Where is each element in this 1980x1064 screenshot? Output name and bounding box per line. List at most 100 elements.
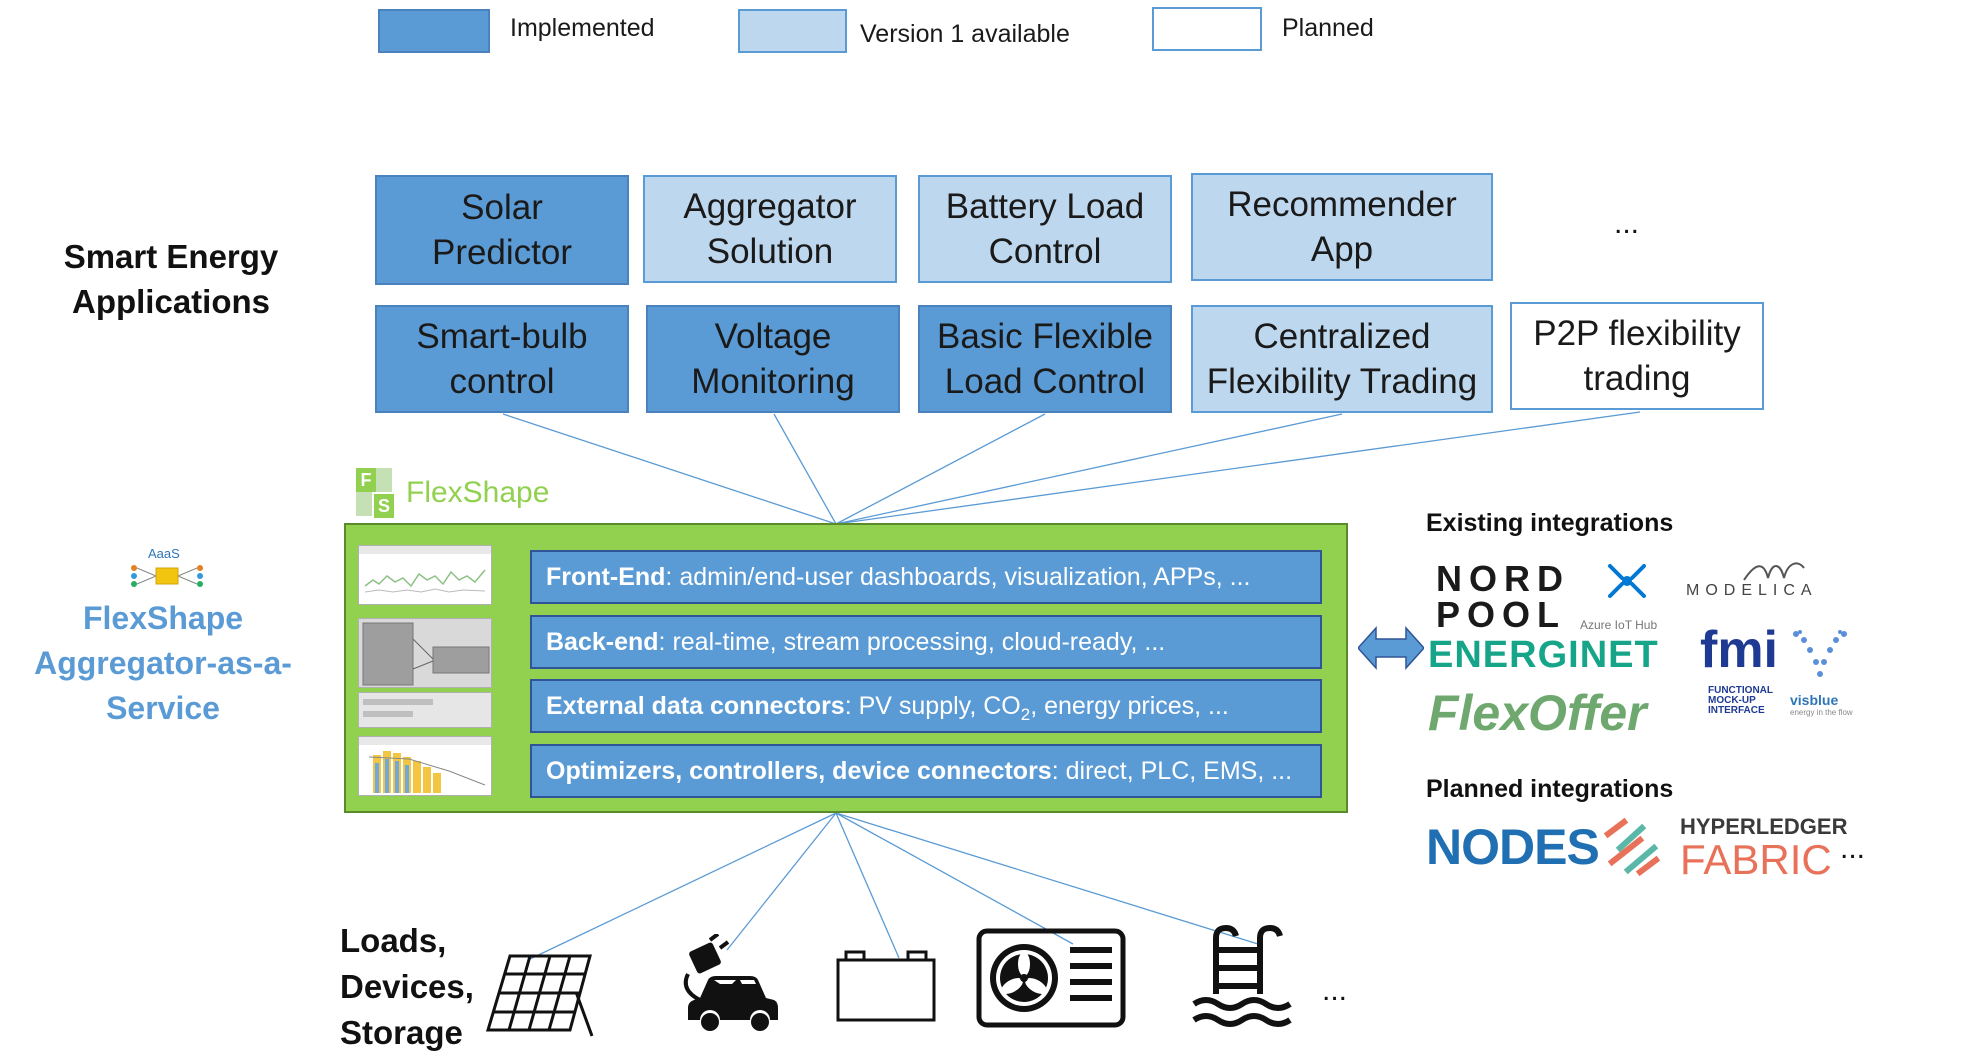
devices-more: ... — [1322, 974, 1348, 1007]
fmi-subtitle: FUNCTIONAL MOCK-UP INTERFACE — [1708, 686, 1773, 716]
layer-name: Front-End — [546, 563, 666, 591]
app-label: Voltage Monitoring — [691, 317, 855, 401]
fmi-logo: fmi — [1700, 621, 1778, 679]
layer-external-data-connectors: External data connectors: PV supply, CO2… — [530, 679, 1322, 733]
visblue-logo-icon — [1793, 630, 1847, 677]
modelica-swoosh-icon — [1743, 562, 1805, 581]
fmi-sub-line1: FUNCTIONAL — [1708, 685, 1773, 696]
hyperledger-logo: HYPERLEDGER — [1680, 814, 1848, 839]
app-battery-load-control: Battery Load Control — [918, 175, 1172, 283]
layer-name: External data connectors — [546, 692, 845, 720]
visblue-tagline: energy in the flow — [1790, 708, 1853, 717]
section-label-loads: Loads, Devices, Storage — [340, 922, 474, 1051]
double-arrow-icon — [1358, 626, 1424, 670]
line-device-solar — [527, 812, 837, 961]
logo-block — [376, 468, 392, 492]
line-device-battery — [835, 812, 900, 959]
modelica-logo: MODELICA — [1686, 582, 1818, 599]
layer-desc: : real-time, stream processing, cloud-re… — [658, 628, 1166, 656]
thumbnail-line-chart-icon — [359, 546, 491, 593]
integrations-more: ... — [1840, 832, 1866, 865]
hyperledger-fabric-icon — [1603, 817, 1661, 876]
line-app-smart-bulb — [502, 413, 837, 525]
app-basic-flexible-load-control: Basic Flexible Load Control — [918, 305, 1172, 413]
legend-swatch-implemented — [378, 9, 490, 53]
flexshape-logo-icon: F S — [356, 468, 398, 520]
azure-iot-hub-icon — [1608, 564, 1646, 598]
battery-icon — [836, 950, 936, 1022]
line-app-centralized — [835, 413, 1343, 525]
fabric-logo: FABRIC — [1680, 836, 1832, 883]
app-label: Smart-bulb control — [416, 317, 588, 401]
visblue-logo: visblue — [1790, 692, 1839, 708]
app-label: Solar Predictor — [431, 188, 573, 272]
legend-swatch-planned — [1152, 7, 1262, 51]
aaas-badge-icon: AaaS — [128, 546, 206, 594]
line-app-voltage — [773, 413, 837, 525]
dashboard-thumbnail-table — [358, 692, 492, 728]
logo-block — [356, 492, 372, 516]
thumbnail-flow-icon — [362, 622, 490, 686]
app-recommender: Recommender App — [1191, 173, 1493, 281]
dashboard-thumbnail-flow — [358, 618, 492, 688]
section-label-apps: Smart Energy Applications — [63, 238, 279, 320]
apps-more: ... — [1614, 207, 1640, 240]
fmi-sub-line3: INTERFACE — [1708, 705, 1765, 716]
layer-name: Back-end — [546, 628, 659, 656]
line-device-heatpump — [835, 812, 1074, 945]
nordpool-logo: NORD POOL — [1436, 561, 1570, 633]
legend-label-planned: Planned — [1282, 14, 1374, 42]
layer-desc-subscript: 2 — [1020, 705, 1031, 724]
layer-back-end: Back-end: real-time, stream processing, … — [530, 615, 1322, 669]
energinet-logo: ENERGINET — [1428, 634, 1659, 676]
aaas-badge-text: AaaS — [148, 546, 180, 561]
legend-swatch-version1 — [738, 9, 847, 53]
app-label: Battery Load Control — [945, 187, 1145, 271]
layer-optimizers: Optimizers, controllers, device connecto… — [530, 744, 1322, 798]
layer-front-end: Front-End: admin/end-user dashboards, vi… — [530, 550, 1322, 604]
app-solar-predictor: Solar Predictor — [375, 175, 629, 285]
app-aggregator-solution: Aggregator Solution — [643, 175, 897, 283]
legend-label-version1: Version 1 available — [860, 20, 1070, 48]
legend-label-implemented: Implemented — [510, 14, 655, 42]
line-device-pool — [835, 812, 1259, 945]
azure-iot-hub-label: Azure IoT Hub — [1580, 618, 1658, 632]
layer-desc-rest: , energy prices, ... — [1030, 692, 1229, 720]
layer-desc: : admin/end-user dashboards, visualizati… — [665, 563, 1251, 591]
line-app-basic-flex — [835, 413, 1046, 525]
dashboard-thumbnail-bar-chart — [358, 736, 492, 796]
app-label: Aggregator Solution — [683, 187, 857, 271]
pool-icon — [1192, 924, 1292, 1027]
app-label: P2P flexibility trading — [1533, 314, 1741, 398]
service-title: FlexShape Aggregator-as-a-Service — [34, 600, 292, 726]
line-device-ev — [726, 812, 837, 951]
nordpool-line1: NORD — [1436, 558, 1570, 599]
heat-pump-icon — [976, 928, 1126, 1028]
layer-name: Optimizers, controllers, device connecto… — [546, 757, 1052, 785]
app-label: Centralized Flexibility Trading — [1206, 317, 1478, 401]
logo-letter-s: S — [374, 494, 394, 518]
solar-panel-icon — [485, 954, 594, 1037]
fmi-sub-line2: MOCK-UP — [1708, 695, 1756, 706]
existing-integrations-title: Existing integrations — [1426, 509, 1674, 537]
aaas-graph-icon — [131, 565, 203, 587]
thumbnail-bar-chart-icon — [359, 737, 491, 793]
app-centralized-flexibility-trading: Centralized Flexibility Trading — [1191, 305, 1493, 413]
flexshape-logo-text: FlexShape — [406, 476, 550, 509]
app-smart-bulb-control: Smart-bulb control — [375, 305, 629, 413]
layer-desc: : PV supply, CO — [844, 692, 1021, 720]
logo-letter-f: F — [356, 468, 376, 492]
planned-integrations-title: Planned integrations — [1426, 775, 1674, 803]
dashboard-thumbnail-line-chart — [358, 545, 492, 605]
nordpool-line2: POOL — [1436, 594, 1567, 635]
flexoffer-logo: FlexOffer — [1428, 685, 1647, 741]
app-label: Basic Flexible Load Control — [937, 317, 1153, 401]
line-app-p2p — [835, 411, 1641, 525]
thumbnail-table-icon — [363, 699, 433, 717]
ev-charging-icon — [683, 934, 778, 1031]
app-label: Recommender App — [1227, 185, 1457, 269]
nodes-logo: NODES — [1426, 819, 1600, 875]
layer-desc: : direct, PLC, EMS, ... — [1051, 757, 1293, 785]
